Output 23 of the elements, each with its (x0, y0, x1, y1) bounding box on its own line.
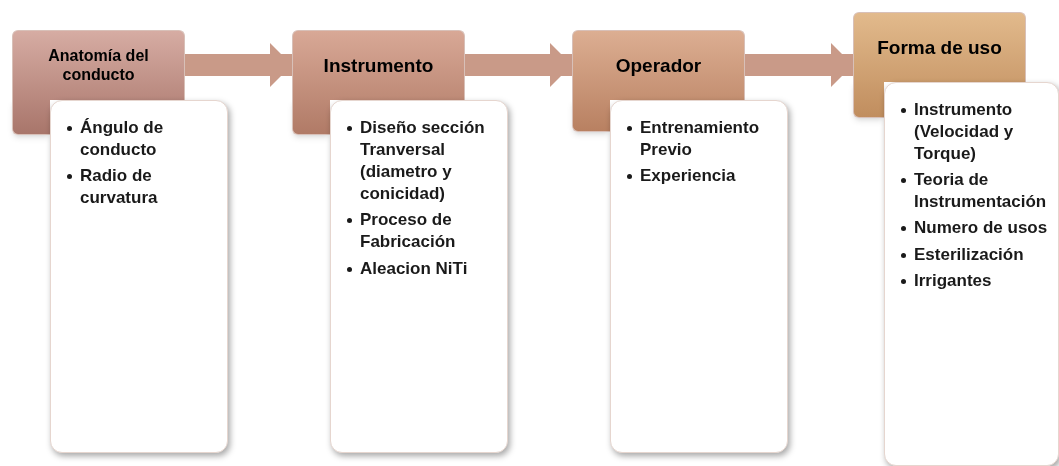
header-text: Anatomía del conducto (47, 47, 150, 84)
bullet-text: Diseño sección Tranversal (diametro y conicidad) (360, 117, 486, 206)
bullet-text: Experiencia (640, 165, 736, 188)
bullet-text: Numero de usos (914, 217, 1048, 240)
header-text: Forma de uso (877, 36, 1002, 59)
header-text: Instrumento (323, 54, 434, 77)
bullet-text: Radio de curvatura (80, 165, 159, 210)
block-arrow (745, 43, 853, 87)
bullet-text: Irrigantes (914, 269, 992, 292)
header-text: Operador (615, 54, 702, 77)
block-arrow (465, 43, 572, 87)
bullet-text: Esterilización (914, 243, 1024, 266)
bullet-text: Teoria de Instrumentación (914, 169, 1048, 214)
bullet-text: Ángulo de conducto (80, 117, 165, 162)
bullet-text: Aleacion NiTi (360, 257, 468, 280)
bullet-text: Proceso de Fabricación (360, 209, 457, 254)
content-card (330, 100, 508, 453)
block-arrow (185, 43, 292, 87)
bullet-text: Instrumento (Velocidad y Torque) (914, 99, 1015, 166)
content-card (50, 100, 228, 453)
content-card (884, 82, 1059, 466)
bullet-text: Entrenamiento Previo (640, 117, 761, 162)
content-card (610, 100, 788, 453)
